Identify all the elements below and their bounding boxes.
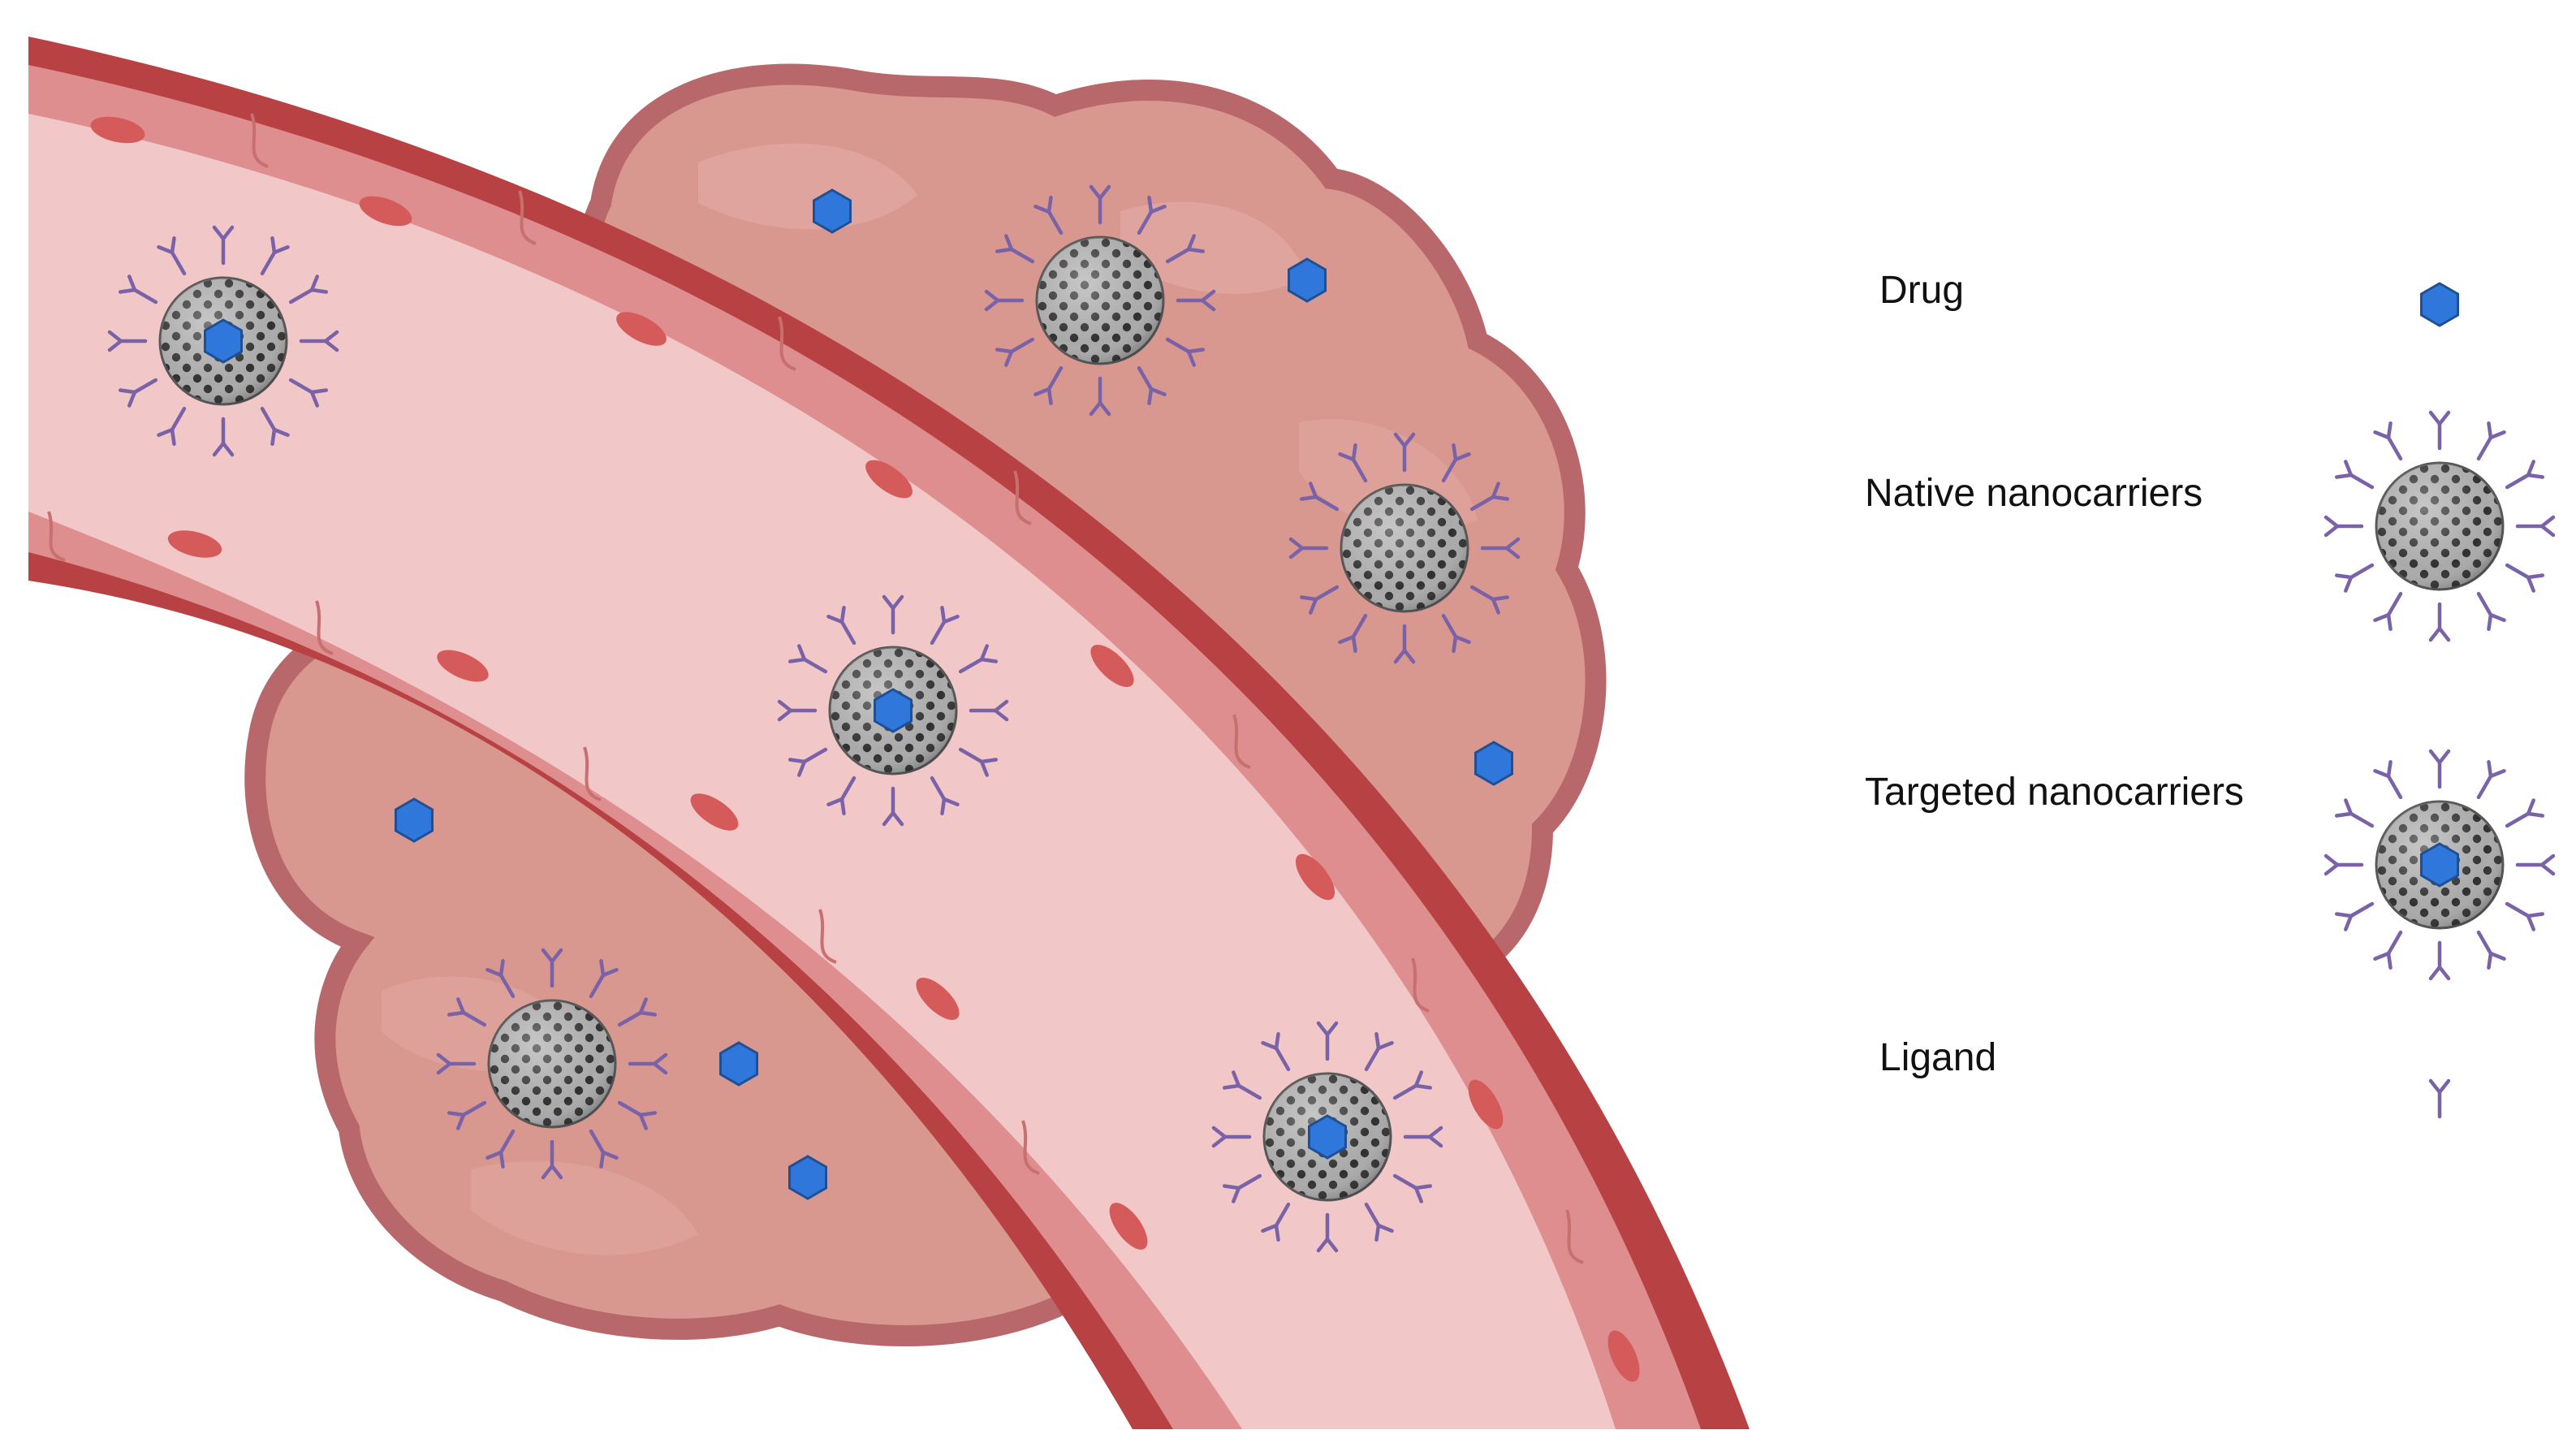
nanocarrier-icon: [2326, 751, 2553, 979]
drug-hexagon-icon: [2420, 282, 2459, 327]
drug-hexagon-icon: [874, 688, 913, 733]
drug-hexagon-icon: [1474, 741, 1513, 786]
legend-label-drug: Drug: [1879, 269, 1965, 312]
legend-label-native-nanocarriers: Native nanocarriers: [1865, 472, 2203, 515]
legend-label-ligand: Ligand: [1879, 1036, 1997, 1079]
ligand-icon: [2431, 1081, 2449, 1117]
drug-hexagon-icon: [788, 1155, 827, 1200]
nanocarrier-icon: [2326, 413, 2553, 640]
drug-hexagon-icon: [813, 188, 852, 234]
drug-hexagon-icon: [1308, 1114, 1347, 1160]
drug-hexagon-icon: [2420, 842, 2459, 888]
legend-label-targeted-nanocarriers: Targeted nanocarriers: [1865, 771, 2244, 814]
drug-hexagon-icon: [1288, 257, 1327, 303]
drug-hexagon-icon: [204, 318, 243, 364]
drug-hexagon-icon: [719, 1041, 758, 1087]
drug-hexagon-icon: [395, 797, 434, 843]
legend-icons: [2326, 282, 2553, 1117]
